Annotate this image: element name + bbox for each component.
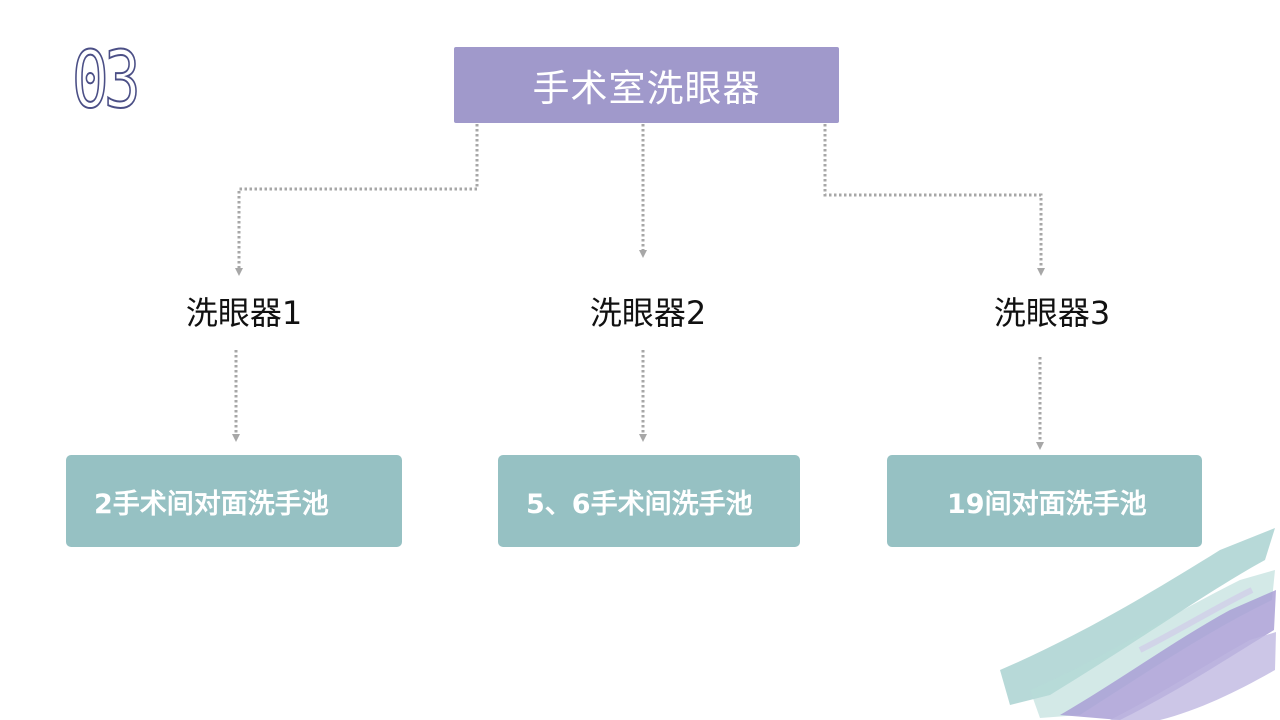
title-text: 手术室洗眼器	[532, 67, 761, 110]
title-box: 手术室洗眼器	[454, 47, 839, 123]
node-label-3: 洗眼器3	[993, 294, 1111, 332]
leaf-box-2: 5、6手术间洗手池	[498, 455, 800, 547]
node-label-2: 洗眼器2	[589, 294, 707, 332]
leaf-box-3: 19间对面洗手池	[887, 455, 1202, 547]
brush-stroke-decoration	[1000, 528, 1276, 720]
leaf-text-3: 19间对面洗手池	[947, 488, 1147, 520]
slide-number: 03	[71, 36, 141, 126]
leaf-text-2: 5、6手术间洗手池	[526, 488, 753, 520]
connector-title-to-node-1	[235, 124, 479, 276]
node-label-1: 洗眼器1	[185, 294, 303, 332]
leaf-box-1: 2手术间对面洗手池	[66, 455, 402, 547]
leaf-text-1: 2手术间对面洗手池	[94, 488, 329, 520]
connector-title-to-node-3	[823, 124, 1045, 276]
